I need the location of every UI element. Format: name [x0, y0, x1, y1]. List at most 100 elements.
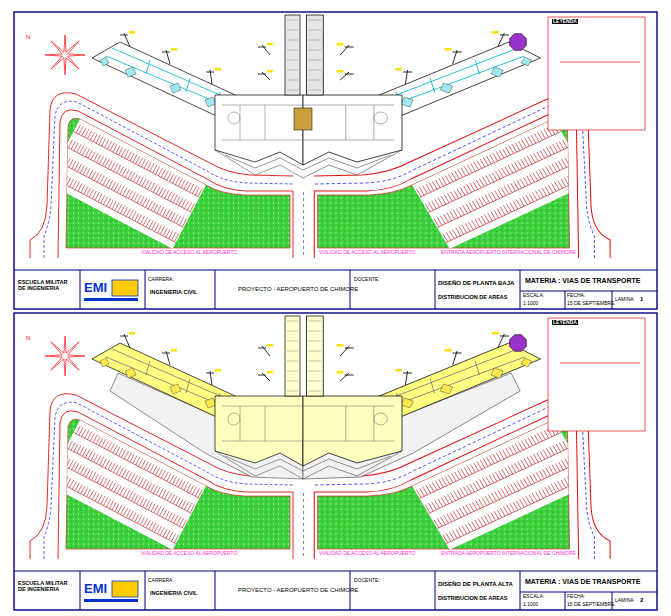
hall-detail [222, 406, 303, 441]
road-name: VIALIDAD DE ACCESO AL AEROPUERTO [140, 250, 238, 256]
tower-core [294, 108, 312, 130]
hall-detail [303, 406, 394, 441]
title-block [14, 571, 657, 610]
sheet-title: DISEÑO DE PLANTA BAJA [438, 280, 514, 287]
logo-text: EMI [84, 281, 107, 295]
parking-area [47, 119, 206, 249]
stand-mark [337, 43, 344, 46]
road-name: ENTRADA AEROPUERTO INTERNACIONAL DE CHIM… [440, 250, 577, 256]
wing-rooms [100, 57, 216, 107]
parking-area [412, 420, 591, 550]
gate-bridge [162, 351, 170, 365]
legend-line [560, 62, 640, 63]
sheet-frame [14, 313, 657, 610]
field-label: FECHA: [567, 594, 585, 600]
subject-name: MATERIA : VIAS DE TRANSPORTE [525, 277, 641, 285]
gate-bridge [258, 45, 270, 55]
wing-rooms [401, 57, 532, 107]
sheet-frame [14, 12, 657, 309]
terminal-hall [215, 95, 303, 165]
stand-mark [337, 371, 344, 374]
gate-bridge [258, 72, 270, 80]
stand-mark [267, 70, 273, 73]
pier-hatch [287, 321, 298, 391]
parking-area [412, 119, 591, 249]
gate-bridge [340, 373, 354, 381]
sheet-number: 2 [640, 597, 643, 604]
stand-mark [445, 349, 452, 352]
project-name: PROYECTO - AEROPUERTO DE CHIMORE [238, 286, 358, 293]
terminal-hall [303, 396, 402, 466]
legend-line [560, 363, 640, 364]
field-label: CARRERA: [148, 277, 174, 283]
field-label: DOCENTE: [354, 277, 380, 283]
stand-mark [445, 48, 452, 51]
field-label: DOCENTE: [354, 578, 380, 584]
gate-bridge [340, 346, 354, 356]
stand-mark [129, 31, 135, 34]
pier-hatch [309, 20, 321, 90]
logo-band [84, 599, 138, 602]
parking-area [47, 420, 206, 550]
stand-mark [171, 349, 177, 352]
stand-mark [267, 344, 273, 347]
logo-shield [112, 581, 138, 597]
field-label: LAMINA [615, 598, 634, 604]
parking-stalls [416, 125, 587, 243]
stand-mark [492, 332, 499, 335]
wing-rooms [100, 358, 216, 408]
stand-mark [395, 68, 402, 71]
parking-stalls [50, 125, 202, 243]
octagon-symbol [510, 34, 527, 51]
parking-stalls [416, 426, 587, 544]
project-name: PROYECTO - AEROPUERTO DE CHIMORE [238, 587, 358, 594]
date-value: 15 DE SEPTIEMBRE [567, 602, 615, 608]
gate-bridge [206, 371, 214, 385]
sheet-number: 1 [640, 296, 643, 303]
stand-mark [267, 43, 273, 46]
field-label: CARRERA: [148, 578, 174, 584]
logo-text: EMI [84, 582, 107, 596]
hall-detail [222, 105, 303, 140]
scale-value: 1:1000 [523, 301, 538, 307]
stand-mark [267, 371, 273, 374]
boarding-pier [306, 15, 323, 95]
gate-bridge [120, 334, 130, 348]
center-line [303, 192, 304, 258]
hall-detail [303, 105, 394, 140]
stand-mark [215, 68, 221, 71]
legend-box [548, 318, 645, 431]
legend-box [548, 17, 645, 130]
boarding-pier [285, 316, 300, 396]
sheet-title: DISEÑO DE PLANTA ALTA [438, 581, 513, 588]
terminal-hall [303, 95, 402, 165]
north-arrow [45, 336, 85, 376]
legend-header: LEYENDA [552, 320, 578, 326]
boarding-pier [285, 15, 300, 95]
gate-bridge [403, 70, 412, 84]
terminal-hall [215, 396, 303, 466]
boarding-pier [306, 316, 323, 396]
date-value: 15 DE SEPTIEMBRE [567, 301, 615, 307]
wing-rooms [401, 358, 532, 408]
gate-bridge [498, 334, 509, 348]
octagon-symbol [510, 335, 527, 352]
stand-mark [129, 332, 135, 335]
field-label: LAMINA [615, 297, 634, 303]
pier-hatch [287, 20, 298, 90]
logo-band [84, 298, 138, 301]
stand-mark [215, 369, 221, 372]
gate-bridge [453, 351, 462, 365]
stand-mark [171, 48, 177, 51]
gate-bridge [120, 33, 130, 47]
north-label: N [26, 335, 30, 342]
road-name: ENTRADA AEROPUERTO INTERNACIONAL DE CHIM… [440, 551, 577, 557]
field-value: INGENIERIA CIVIL [150, 289, 197, 295]
road-name: VIALIDAD DE ACCESO AL AEROPUERTO [318, 551, 416, 557]
scale-value: 1:1000 [523, 602, 538, 608]
school-name: ESCUELA MILITAR DE INGENIERIA [18, 279, 76, 291]
center-line [303, 493, 304, 559]
legend-header: LEYENDA [552, 19, 578, 25]
sheet-subtitle: DISTRIBUCION DE AREAS [438, 294, 507, 300]
